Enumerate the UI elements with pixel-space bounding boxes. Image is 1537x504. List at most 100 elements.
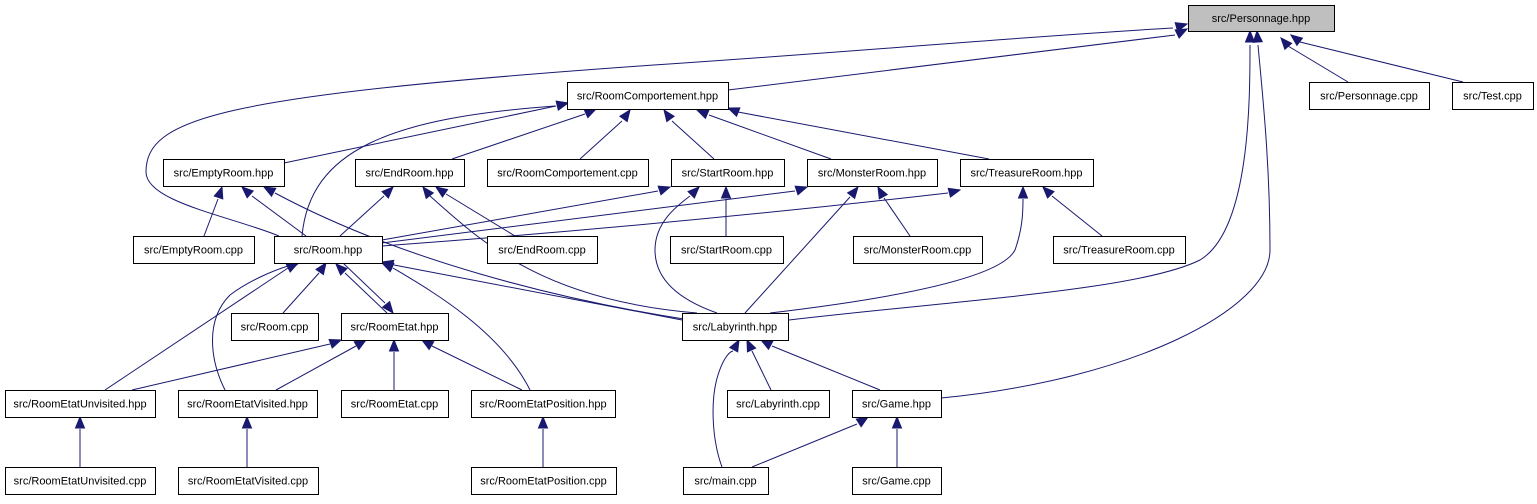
node-box bbox=[1452, 82, 1534, 110]
node-test-cpp[interactable]: src/Test.cpp bbox=[1452, 82, 1534, 110]
edge-roometatunvisited-cpp-to-roometatunvisited-hpp bbox=[74, 415, 86, 467]
node-label: src/RoomEtatUnvisited.cpp bbox=[14, 476, 147, 488]
node-box bbox=[567, 82, 729, 110]
edge-room-hpp-to-monsterroom-hpp bbox=[381, 185, 809, 244]
node-room-hpp[interactable]: src/Room.hpp bbox=[274, 236, 383, 264]
arrowhead bbox=[720, 185, 732, 199]
arrowhead bbox=[726, 107, 741, 118]
node-label: src/Labyrinth.hpp bbox=[693, 322, 777, 334]
arrowhead bbox=[74, 415, 86, 429]
arrowhead bbox=[335, 263, 348, 276]
node-monsterroom-hpp[interactable]: src/MonsterRoom.hpp bbox=[807, 159, 938, 187]
node-box bbox=[670, 236, 784, 264]
edge-line bbox=[671, 120, 715, 160]
arrowhead bbox=[380, 262, 395, 273]
edge-line bbox=[429, 195, 698, 314]
arrowhead bbox=[846, 185, 859, 200]
node-roomcomportement-hpp[interactable]: src/RoomComportement.hpp bbox=[567, 82, 729, 110]
edge-line bbox=[751, 350, 772, 391]
node-box bbox=[727, 390, 830, 418]
edge-room-hpp-to-roomcomportement-hpp bbox=[301, 100, 570, 237]
node-endroom-cpp[interactable]: src/EndRoom.cpp bbox=[487, 236, 598, 264]
edge-line bbox=[145, 27, 1174, 237]
node-roometat-hpp[interactable]: src/RoomEtat.hpp bbox=[341, 313, 449, 341]
node-box bbox=[853, 236, 983, 264]
node-box bbox=[178, 390, 318, 418]
node-emptyroom-cpp[interactable]: src/EmptyRoom.cpp bbox=[133, 236, 255, 264]
edges-layer bbox=[74, 22, 1464, 468]
node-emptyroom-hpp[interactable]: src/EmptyRoom.hpp bbox=[163, 159, 285, 187]
edge-endroom-cpp-to-endroom-hpp bbox=[434, 186, 516, 237]
edge-labyrinth-hpp-to-room-hpp bbox=[380, 259, 683, 321]
edge-line bbox=[431, 345, 523, 391]
node-label: src/Room.hpp bbox=[294, 245, 362, 257]
node-label: src/MonsterRoom.hpp bbox=[818, 168, 926, 180]
edge-treasureroom-cpp-to-treasureroom-hpp bbox=[1042, 186, 1103, 237]
arrowhead bbox=[381, 300, 394, 315]
arrowhead bbox=[794, 185, 809, 196]
edge-room-hpp-to-startroom-hpp bbox=[381, 185, 672, 241]
node-box bbox=[487, 236, 598, 264]
node-monsterroom-cpp[interactable]: src/MonsterRoom.cpp bbox=[853, 236, 983, 264]
node-startroom-cpp[interactable]: src/StartRoom.cpp bbox=[670, 236, 784, 264]
node-label: src/RoomEtatVisited.hpp bbox=[187, 399, 308, 411]
edge-line bbox=[251, 195, 307, 237]
node-main-cpp[interactable]: src/main.cpp bbox=[683, 467, 769, 495]
arrowhead bbox=[759, 339, 774, 351]
arrowhead bbox=[213, 185, 224, 200]
edge-line bbox=[579, 120, 623, 160]
edge-line bbox=[1051, 195, 1103, 237]
node-roometatposition-hpp[interactable]: src/RoomEtatPosition.hpp bbox=[471, 390, 616, 418]
arrowhead bbox=[618, 108, 631, 123]
edge-line bbox=[344, 272, 388, 314]
arrowhead bbox=[891, 415, 903, 429]
edge-game-hpp-to-personnage-hpp bbox=[940, 29, 1271, 399]
node-box bbox=[5, 390, 156, 418]
node-box bbox=[852, 467, 942, 495]
arrowhead bbox=[537, 415, 549, 429]
edge-line bbox=[737, 111, 990, 160]
node-roometatunvisited-cpp[interactable]: src/RoomEtatUnvisited.cpp bbox=[5, 467, 156, 495]
node-roometatunvisited-hpp[interactable]: src/RoomEtatUnvisited.hpp bbox=[5, 390, 156, 418]
arrowhead bbox=[388, 338, 400, 352]
node-game-hpp[interactable]: src/Game.hpp bbox=[852, 390, 942, 418]
edge-line bbox=[1299, 41, 1464, 83]
node-startroom-hpp[interactable]: src/StartRoom.hpp bbox=[671, 159, 785, 187]
node-box bbox=[671, 159, 785, 187]
node-personnage-cpp[interactable]: src/Personnage.cpp bbox=[1309, 82, 1430, 110]
node-label: src/RoomEtatUnvisited.hpp bbox=[13, 399, 146, 411]
node-game-cpp[interactable]: src/Game.cpp bbox=[852, 467, 942, 495]
node-roometatposition-cpp[interactable]: src/RoomEtatPosition.cpp bbox=[471, 467, 617, 495]
node-label: src/RoomComportement.cpp bbox=[497, 168, 638, 180]
node-box bbox=[178, 467, 319, 495]
node-roometat-cpp[interactable]: src/RoomEtat.cpp bbox=[341, 390, 449, 418]
node-box bbox=[1309, 82, 1430, 110]
edge-emptyroom-hpp-to-roomcomportement-hpp bbox=[283, 100, 570, 164]
node-box bbox=[487, 159, 649, 187]
node-treasureroom-hpp[interactable]: src/TreasureRoom.hpp bbox=[960, 159, 1094, 187]
arrowhead bbox=[555, 100, 570, 111]
node-label: src/RoomEtatPosition.hpp bbox=[479, 399, 606, 411]
arrowhead bbox=[1042, 186, 1055, 199]
arrowhead bbox=[420, 339, 435, 351]
node-roometatvisited-hpp[interactable]: src/RoomEtatVisited.hpp bbox=[178, 390, 318, 418]
node-label: src/StartRoom.cpp bbox=[681, 245, 772, 257]
node-label: src/RoomEtat.hpp bbox=[350, 322, 438, 334]
node-labyrinth-hpp[interactable]: src/Labyrinth.hpp bbox=[682, 313, 789, 341]
node-roomcomportement-cpp[interactable]: src/RoomComportement.cpp bbox=[487, 159, 649, 187]
node-label: src/EmptyRoom.hpp bbox=[174, 168, 274, 180]
node-label: src/EmptyRoom.cpp bbox=[144, 245, 243, 257]
arrowhead bbox=[422, 185, 435, 200]
node-treasureroom-cpp[interactable]: src/TreasureRoom.cpp bbox=[1053, 236, 1186, 264]
edge-line bbox=[301, 105, 556, 237]
node-personnage-hpp[interactable]: src/Personnage.hpp bbox=[1188, 5, 1335, 32]
edge-monsterroom-cpp-to-monsterroom-hpp bbox=[877, 185, 911, 237]
arrowhead bbox=[353, 339, 368, 351]
edge-line bbox=[788, 44, 1251, 321]
edge-emptyroom-cpp-to-emptyroom-hpp bbox=[203, 185, 224, 237]
node-room-cpp[interactable]: src/Room.cpp bbox=[231, 313, 319, 341]
node-endroom-hpp[interactable]: src/EndRoom.hpp bbox=[355, 159, 465, 187]
node-labyrinth-cpp[interactable]: src/Labyrinth.cpp bbox=[727, 390, 830, 418]
node-roometatvisited-cpp[interactable]: src/RoomEtatVisited.cpp bbox=[178, 467, 319, 495]
edge-labyrinth-hpp-to-startroom-hpp bbox=[654, 186, 718, 314]
